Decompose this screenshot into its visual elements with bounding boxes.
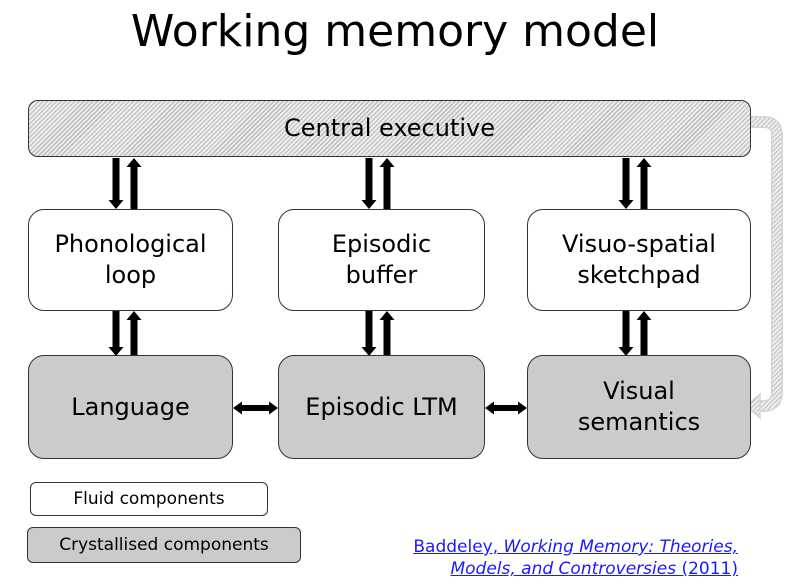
up-arrow-visuo-spatial-to-exec xyxy=(636,158,652,209)
double-arrow-episodic-ltm-visual-semantics xyxy=(485,401,527,415)
double-arrow-language-episodic-ltm xyxy=(233,401,278,415)
visual-semantics-label-1: Visual xyxy=(603,377,675,405)
episodic-buffer-label-2: buffer xyxy=(345,261,418,289)
central-executive-label: Central executive xyxy=(283,114,496,142)
citation[interactable]: Baddeley, Working Memory: Theories, Mode… xyxy=(413,536,738,580)
phonological-loop-label-2: loop xyxy=(104,261,157,289)
up-arrow-episodic-buffer-to-exec xyxy=(379,158,395,209)
down-arrow-phonological-to-crystallised xyxy=(108,311,124,356)
up-arrow-phonological-to-exec xyxy=(126,158,142,209)
curved-feedback-arrow xyxy=(744,116,783,420)
up-arrow-crystallised-to-episodic-buffer xyxy=(379,311,395,356)
down-arrow-visuo-spatial-to-crystallised xyxy=(618,311,634,356)
down-arrow-episodic-buffer-to-crystallised xyxy=(361,311,377,356)
down-arrow-exec-to-episodic-buffer xyxy=(361,158,377,209)
legend-fluid-label: Fluid components xyxy=(73,489,225,509)
citation-link[interactable]: Baddeley, Working Memory: Theories, Mode… xyxy=(413,537,738,579)
visuo-spatial-label-2: sketchpad xyxy=(577,261,701,289)
visuo-spatial-label-1: Visuo-spatial xyxy=(562,230,716,258)
up-arrow-crystallised-to-phonological xyxy=(126,311,142,356)
episodic-ltm-box: Episodic LTM xyxy=(278,355,485,459)
visual-semantics-label-2: semantics xyxy=(577,408,701,436)
phonological-loop-box: Phonological loop xyxy=(28,209,233,311)
phonological-loop-label-1: Phonological xyxy=(54,230,207,258)
visuo-spatial-sketchpad-box: Visuo-spatial sketchpad xyxy=(527,209,751,311)
episodic-ltm-label: Episodic LTM xyxy=(305,392,458,421)
central-executive-box: Central executive xyxy=(28,100,751,157)
citation-author: Baddeley, xyxy=(413,537,504,557)
visual-semantics-box: Visual semantics xyxy=(527,355,751,459)
page-title: Working memory model xyxy=(130,6,660,57)
down-arrow-exec-to-phonological xyxy=(108,158,124,209)
legend-fluid: Fluid components xyxy=(30,482,268,516)
language-box: Language xyxy=(28,355,233,459)
legend-crystallised: Crystallised components xyxy=(27,527,301,563)
down-arrow-exec-to-visuo-spatial xyxy=(618,158,634,209)
episodic-buffer-label-1: Episodic xyxy=(331,230,432,258)
language-label: Language xyxy=(71,392,190,421)
legend-crystallised-label: Crystallised components xyxy=(59,535,269,555)
episodic-buffer-box: Episodic buffer xyxy=(278,209,485,311)
up-arrow-crystallised-to-visuo-spatial xyxy=(636,311,652,356)
citation-year: (2011) xyxy=(676,559,738,579)
citation-title-2: Models, and Controversies xyxy=(450,559,677,579)
citation-title-1: Working Memory: Theories, xyxy=(503,537,738,557)
